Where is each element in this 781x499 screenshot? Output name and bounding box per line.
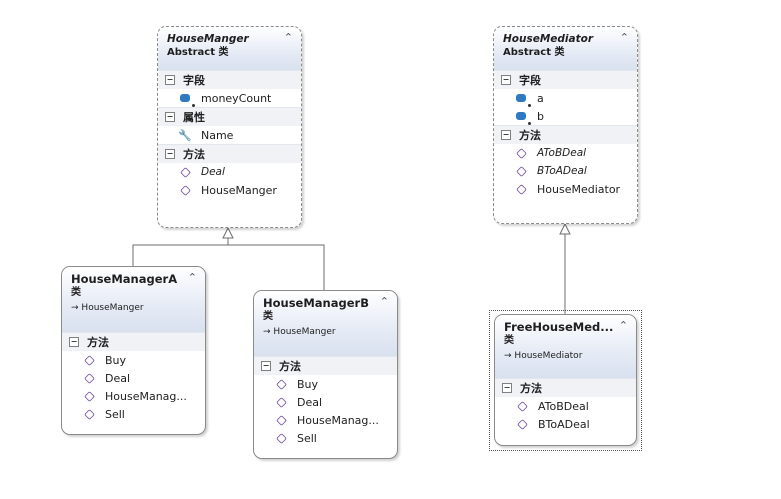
class-house-manager-b[interactable]: HouseManagerB 类 → HouseManger ⌃ −方法 Buy … [253,290,398,459]
selection-frame [489,310,642,451]
method-icon [516,418,528,430]
class-name: HouseManger [167,33,249,45]
method-icon [179,166,191,178]
collapse-icon[interactable]: ⌃ [379,295,389,308]
method-item[interactable]: AToBDeal [495,397,636,415]
section-label: 字段 [519,74,541,87]
wrench-icon: 🔧 [178,128,192,142]
section-fields[interactable]: −字段 [158,70,301,89]
method-item[interactable]: Buy [62,351,205,369]
class-stereotype: 类 [263,311,273,322]
section-properties[interactable]: −属性 [158,107,301,126]
method-icon [83,372,95,384]
method-item[interactable]: HouseManag... [62,387,205,405]
method-icon [515,183,527,195]
section-methods[interactable]: −方法 [62,332,205,351]
inherit-arrow-icon: → [504,351,512,361]
section-toggle-icon[interactable]: − [69,337,79,347]
section-label: 方法 [519,129,541,142]
class-name: HouseManagerA [71,272,178,286]
inherit-arrow-icon: → [71,303,79,313]
class-stereotype: 类 [71,287,81,298]
property-item[interactable]: 🔧Name [178,128,234,142]
class-house-manger[interactable]: HouseManger Abstract 类 ⌃ −字段 moneyCount … [157,26,302,228]
method-icon [515,165,527,177]
field-item[interactable]: b [494,107,637,125]
base-class: → HouseMediator [504,351,583,361]
collapse-icon[interactable]: ⌃ [619,31,629,44]
inherit-line-a [132,238,229,266]
field-item[interactable]: a [494,89,637,107]
method-icon [83,354,95,366]
field-icon [180,94,195,107]
class-header: HouseManagerB 类 → HouseManger ⌃ [254,291,397,356]
class-name: HouseMediator [503,33,594,45]
section-label: 方法 [87,336,109,349]
collapse-icon[interactable]: ⌃ [187,271,197,284]
method-item[interactable]: Deal [62,369,205,387]
section-toggle-icon[interactable]: − [501,75,511,85]
section-label: 字段 [183,74,205,87]
method-item[interactable]: Deal [254,393,397,411]
method-item[interactable]: HouseMediator [494,180,637,198]
method-item[interactable]: BToADeal [494,162,637,180]
class-name: HouseManagerB [263,296,369,310]
method-icon [275,432,287,444]
section-label: 方法 [520,382,542,395]
class-stereotype: Abstract 类 [503,47,565,58]
section-toggle-icon[interactable]: − [502,383,512,393]
method-item[interactable]: BToADeal [495,415,636,433]
class-stereotype: Abstract 类 [167,47,229,58]
inherit-line-b [228,244,325,290]
method-icon [179,184,191,196]
class-house-manager-a[interactable]: HouseManagerA 类 → HouseManger ⌃ −方法 Buy … [61,266,206,435]
section-methods[interactable]: −方法 [495,378,636,397]
method-icon [275,378,287,390]
section-methods[interactable]: −方法 [158,144,301,163]
class-header: HouseMediator Abstract 类 ⌃ [494,27,637,70]
method-icon [275,414,287,426]
class-header: HouseManger Abstract 类 ⌃ [158,27,301,70]
section-toggle-icon[interactable]: − [165,112,175,122]
method-icon [516,400,528,412]
section-methods[interactable]: −方法 [254,356,397,375]
section-methods[interactable]: −方法 [494,125,637,144]
method-item[interactable]: Buy [254,375,397,393]
section-label: 方法 [279,360,301,373]
inherit-arrow-icon: → [263,327,271,337]
class-house-mediator[interactable]: HouseMediator Abstract 类 ⌃ −字段 a b −方法 A… [493,26,638,224]
method-icon [83,390,95,402]
section-label: 方法 [183,148,205,161]
class-name: FreeHouseMed... [504,320,614,334]
section-fields[interactable]: −字段 [494,70,637,89]
class-header: FreeHouseMed... 类 → HouseMediator ⌃ [495,315,636,378]
section-toggle-icon[interactable]: − [165,149,175,159]
method-item[interactable]: AToBDeal [494,144,637,162]
collapse-icon[interactable]: ⌃ [283,31,293,44]
base-class: → HouseManger [263,327,336,337]
section-toggle-icon[interactable]: − [261,361,271,371]
method-item[interactable]: Deal [158,163,301,181]
method-icon [515,147,527,159]
method-item[interactable]: Sell [62,405,205,423]
inherit-arrowhead-mediator [559,222,571,235]
class-free-house-mediator[interactable]: FreeHouseMed... 类 → HouseMediator ⌃ −方法 … [494,314,637,446]
field-item[interactable]: moneyCount [158,89,301,107]
method-item[interactable]: Sell [254,429,397,447]
field-icon [516,94,531,107]
method-icon [275,396,287,408]
collapse-icon[interactable]: ⌃ [618,319,628,332]
section-toggle-icon[interactable]: − [165,75,175,85]
method-icon [83,408,95,420]
field-icon [516,112,531,125]
method-item[interactable]: HouseManger [158,181,301,199]
inherit-arrowhead-manger [222,226,234,239]
class-header: HouseManagerA 类 → HouseManger ⌃ [62,267,205,332]
section-toggle-icon[interactable]: − [501,130,511,140]
method-item[interactable]: HouseManag... [254,411,397,429]
section-label: 属性 [183,111,205,124]
class-stereotype: 类 [504,335,514,346]
base-class: → HouseManger [71,303,144,313]
